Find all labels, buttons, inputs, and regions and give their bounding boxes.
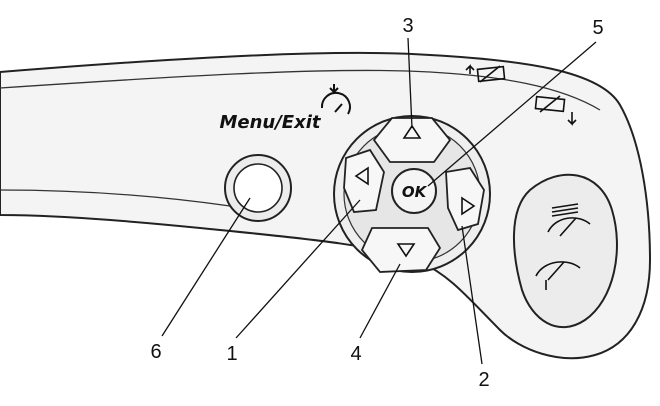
wiper-control-ring[interactable] bbox=[512, 173, 618, 329]
leader-line-1 bbox=[235, 199, 361, 339]
stalk-body bbox=[0, 51, 652, 360]
dpad-down-button[interactable] bbox=[360, 227, 442, 273]
dpad-left-button[interactable] bbox=[343, 148, 385, 213]
arrow-left-icon bbox=[354, 166, 369, 186]
ok-button[interactable] bbox=[391, 168, 437, 214]
cruise-control-icon bbox=[320, 84, 351, 115]
callout-1: 1 bbox=[226, 343, 237, 365]
callout-4: 4 bbox=[350, 343, 361, 365]
menu-exit-button[interactable] bbox=[224, 154, 292, 222]
leader-line-4 bbox=[359, 263, 401, 339]
stalk-contour-bottom bbox=[0, 189, 231, 207]
callout-6: 6 bbox=[150, 341, 161, 363]
arrow-up-icon bbox=[402, 124, 422, 139]
stalk-contour-top bbox=[0, 69, 601, 111]
arrow-right-icon bbox=[461, 196, 476, 216]
callout-5: 5 bbox=[592, 17, 603, 39]
ok-label: OK bbox=[402, 183, 428, 201]
leader-line-2 bbox=[461, 225, 483, 365]
rear-wiper-icon bbox=[535, 261, 581, 290]
leader-line-5 bbox=[427, 41, 597, 187]
rear-washer-icon bbox=[547, 203, 591, 237]
dpad-up-button[interactable] bbox=[372, 117, 452, 163]
callout-3: 3 bbox=[402, 15, 413, 37]
callout-2: 2 bbox=[478, 369, 489, 391]
rear-wiper-up-icon bbox=[465, 64, 506, 83]
dpad-right-button[interactable] bbox=[445, 167, 485, 232]
rear-wiper-down-icon bbox=[534, 95, 577, 126]
menu-exit-label: Menu/Exit bbox=[219, 112, 321, 133]
leader-line-3 bbox=[407, 37, 413, 129]
leader-line-6 bbox=[161, 197, 251, 337]
arrow-down-icon bbox=[396, 243, 416, 258]
